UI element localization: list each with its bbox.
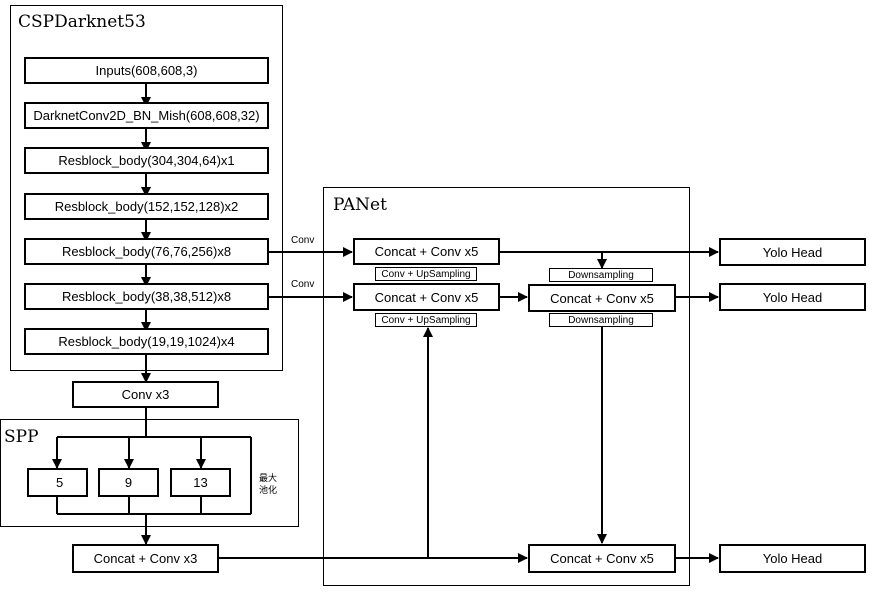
resblock-152-block: Resblock_body(152,152,128)x2 bbox=[24, 193, 269, 220]
spp-frame bbox=[0, 419, 299, 527]
conv-upsampling-1: Conv + UpSampling bbox=[375, 267, 477, 281]
panet-title: PANet bbox=[333, 195, 387, 215]
darknetconv2d-block: DarknetConv2D_BN_Mish(608,608,32) bbox=[24, 102, 269, 129]
yolo-head-1: Yolo Head bbox=[719, 238, 866, 266]
panet-concat-conv-x5-left-mid: Concat + Conv x5 bbox=[353, 283, 500, 311]
cspdarknet53-frame bbox=[10, 5, 283, 371]
panet-frame bbox=[323, 187, 690, 586]
yolo-head-3: Yolo Head bbox=[719, 544, 866, 573]
panet-concat-conv-x5-top: Concat + Conv x5 bbox=[353, 238, 500, 265]
downsampling-1: Downsampling bbox=[549, 268, 653, 282]
panet-concat-conv-x5-right-mid: Concat + Conv x5 bbox=[528, 284, 676, 312]
cspdarknet53-title: CSPDarknet53 bbox=[18, 12, 146, 32]
resblock-19-block: Resblock_body(19,19,1024)x4 bbox=[24, 328, 269, 355]
inputs-block: Inputs(608,608,3) bbox=[24, 57, 269, 84]
conv-label-38: Conv bbox=[291, 279, 315, 290]
resblock-304-block: Resblock_body(304,304,64)x1 bbox=[24, 147, 269, 174]
downsampling-2: Downsampling bbox=[549, 313, 653, 327]
resblock-76-block: Resblock_body(76,76,256)x8 bbox=[24, 238, 269, 265]
spp-title: SPP bbox=[4, 427, 39, 447]
conv-label-76: Conv bbox=[291, 235, 315, 246]
maxpool-5-block: 5 bbox=[27, 468, 88, 497]
maxpool-9-block: 9 bbox=[98, 468, 159, 497]
maxpool-13-block: 13 bbox=[170, 468, 231, 497]
conv-upsampling-2: Conv + UpSampling bbox=[375, 313, 477, 327]
conv-x3-block: Conv x3 bbox=[72, 381, 219, 408]
resblock-38-block: Resblock_body(38,38,512)x8 bbox=[24, 283, 269, 310]
concat-conv-x3-block: Concat + Conv x3 bbox=[72, 544, 219, 573]
panet-concat-conv-x5-bottom: Concat + Conv x5 bbox=[528, 544, 676, 573]
max-pooling-label: 最大池化 bbox=[259, 473, 278, 495]
yolo-head-2: Yolo Head bbox=[719, 283, 866, 311]
